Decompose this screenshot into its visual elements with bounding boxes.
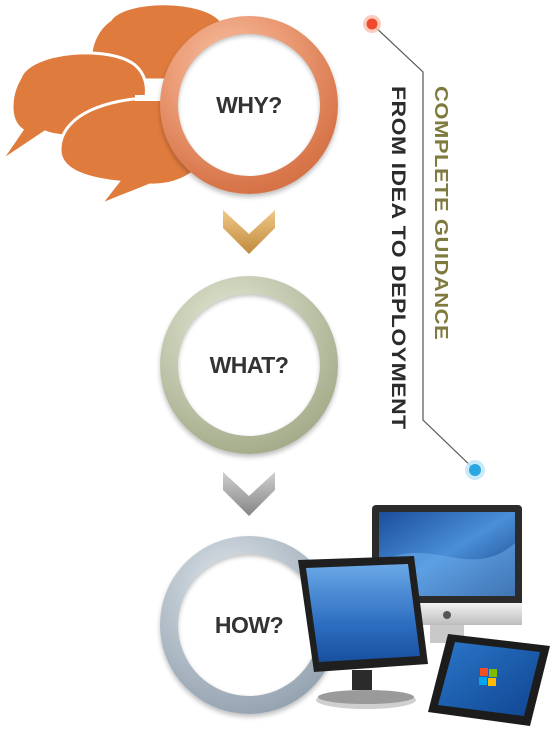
step-why-label: WHY? [216, 91, 282, 118]
chevron-down-icon [223, 210, 275, 254]
chevron-down-icon [223, 472, 275, 516]
connector-line [363, 15, 485, 480]
step-how-label: HOW? [214, 611, 284, 638]
apple-logo-icon [443, 611, 451, 619]
step-why-center: WHY? [178, 34, 320, 176]
step-what-center: WHAT? [178, 294, 320, 436]
step-why-ring: WHY? [160, 16, 338, 194]
tablet-icon [428, 634, 550, 726]
step-what-ring: WHAT? [160, 276, 338, 454]
step-what-label: WHAT? [209, 351, 289, 378]
step-how-center: HOW? [178, 554, 320, 696]
subtitle: FROM IDEA TO DEPLOYMENT [387, 86, 410, 430]
windows-logo-icon [479, 668, 497, 686]
tagline: COMPLETE GUIDANCE [430, 86, 453, 341]
desktop-monitor-icon [298, 556, 428, 709]
